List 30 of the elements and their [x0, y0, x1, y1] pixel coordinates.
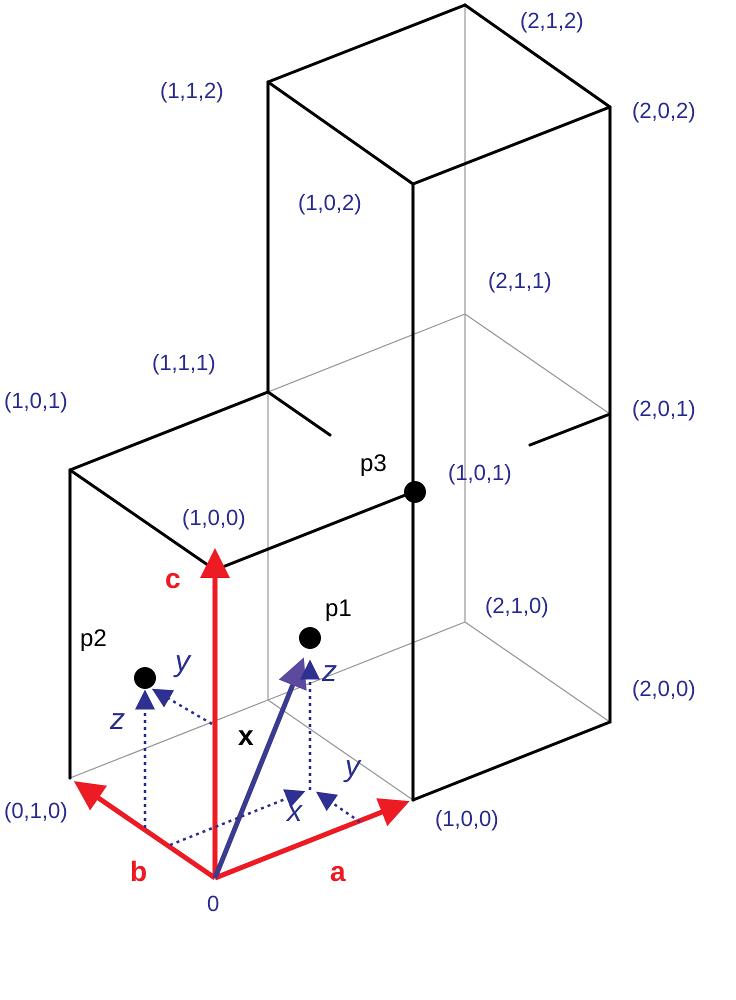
coordinate-label: (2,0,0)	[632, 678, 696, 700]
coordinate-label: (1,1,2)	[160, 80, 224, 102]
coordinate-label: (1,0,0)	[435, 808, 499, 830]
component-label: x	[287, 797, 302, 827]
point-label: p3	[360, 452, 387, 476]
coordinate-label: (2,0,2)	[632, 100, 696, 122]
coordinate-label: (2,1,2)	[520, 10, 584, 32]
coordinate-label: (1,0,1)	[448, 462, 512, 484]
component-label: z	[110, 705, 125, 735]
point-label: p2	[80, 627, 107, 651]
component-label: y	[175, 647, 190, 677]
point-dot	[298, 626, 322, 650]
coordinate-label: (2,1,1)	[488, 270, 552, 292]
coordinate-label: (2,1,0)	[485, 595, 549, 617]
coordinate-label: (2,0,1)	[632, 398, 696, 420]
coordinate-label: (0,1,0)	[4, 800, 68, 822]
vector-label: x	[238, 722, 254, 750]
basis-vector-label: a	[330, 858, 346, 886]
component-label: y	[345, 752, 360, 782]
point-dot	[403, 480, 427, 504]
point-dot	[133, 666, 157, 690]
basis-vector-label: b	[130, 858, 148, 886]
coordinate-label: (1,0,2)	[298, 192, 362, 214]
coordinate-label: (1,1,1)	[152, 352, 216, 374]
coordinate-label: (1,0,1)	[4, 390, 68, 412]
point-label: p1	[325, 597, 352, 621]
component-label: z	[322, 657, 337, 687]
coordinate-label: (1,0,0)	[182, 507, 246, 529]
coordinate-label: 0	[207, 893, 220, 915]
basis-vector-label: c	[165, 565, 181, 593]
